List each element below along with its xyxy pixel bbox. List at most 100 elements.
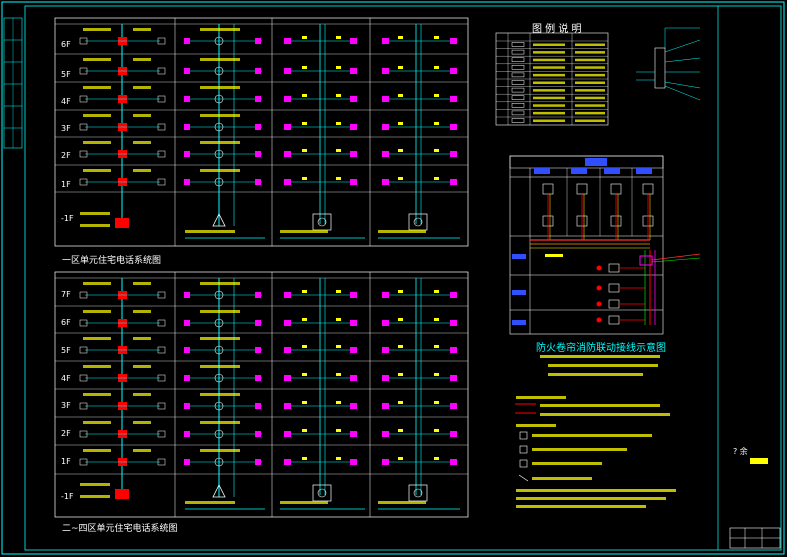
- note-text-line: [516, 424, 556, 427]
- device-symbol: [255, 179, 261, 185]
- tag-symbol: [398, 122, 403, 125]
- device-symbol: [450, 151, 457, 157]
- device-symbol: [350, 320, 357, 326]
- section1-title: 一区单元住宅电话系统图: [62, 256, 162, 266]
- device-symbol: [184, 459, 190, 465]
- legend-text-bar: [575, 66, 605, 69]
- note-symbol: [519, 431, 528, 440]
- module-symbol: [608, 315, 620, 325]
- alarm-symbol: [596, 301, 602, 307]
- outlet-symbol: [79, 37, 88, 45]
- legend-text-bar: [533, 96, 565, 100]
- tag-symbol: [302, 94, 307, 97]
- tag-symbol: [302, 177, 307, 180]
- device-symbol: [184, 347, 190, 353]
- device-symbol: [184, 292, 190, 298]
- annotation-bar: [200, 449, 240, 452]
- device-symbol: [350, 347, 357, 353]
- linkage-title: 防火卷帘消防联动接线示意图: [536, 343, 666, 354]
- tag-symbol: [302, 318, 307, 321]
- tag-symbol: [302, 429, 307, 432]
- tag-symbol: [336, 66, 341, 69]
- device-symbol: [450, 96, 457, 102]
- annotation-bar: [133, 28, 151, 31]
- floor-label: -1F: [61, 492, 74, 501]
- annotation-bar: [200, 365, 240, 368]
- tag-symbol: [398, 149, 403, 152]
- floor-label: 6F: [61, 40, 71, 49]
- basement-panel: [115, 218, 129, 228]
- tag-symbol: [302, 373, 307, 376]
- device-symbol: [284, 124, 291, 130]
- note-text-line: [532, 462, 602, 465]
- device-symbol: [450, 68, 457, 74]
- annotation-bar: [200, 86, 240, 89]
- device-symbol: [184, 179, 190, 185]
- legend-symbol: [511, 118, 525, 123]
- annotation-bar: [200, 114, 240, 117]
- device-symbol: [350, 292, 357, 298]
- tag-symbol: [336, 345, 341, 348]
- alarm-symbol: [596, 285, 602, 291]
- tag-symbol: [398, 457, 403, 460]
- device-symbol: [284, 292, 291, 298]
- cabinet-symbol: [317, 488, 327, 498]
- device-symbol: [450, 292, 457, 298]
- legend-symbol: [511, 57, 525, 62]
- annotation-bar: [133, 421, 151, 424]
- device-symbol: [450, 431, 457, 437]
- annotation-bar: [133, 337, 151, 340]
- device-symbol: [382, 179, 389, 185]
- transformer-symbol: [212, 484, 226, 498]
- yellow-tag: [750, 458, 768, 464]
- legend-text-bar: [575, 119, 605, 122]
- device-symbol: [350, 459, 357, 465]
- floor-label: 1F: [61, 180, 71, 189]
- annotation-bar: [83, 28, 111, 31]
- annotation-bar: [200, 421, 240, 424]
- note-symbol: [518, 474, 529, 482]
- tag-symbol: [336, 290, 341, 293]
- device-symbol: [382, 403, 389, 409]
- annotation-bar: [378, 230, 426, 233]
- outlet-symbol: [157, 374, 166, 382]
- section2-title: 二~四区单元住宅电话系统图: [62, 524, 178, 534]
- legend-text-bar: [533, 81, 565, 84]
- right-note: ? 余: [733, 447, 748, 456]
- tag-symbol: [434, 290, 439, 293]
- device-symbol: [255, 403, 261, 409]
- cabinet-symbol: [413, 217, 423, 227]
- annotation-bar: [133, 141, 151, 144]
- cabinet-symbol: [312, 484, 332, 502]
- annotation-bar: [83, 337, 111, 340]
- floor-label: 5F: [61, 70, 71, 79]
- annotation-bar: [133, 365, 151, 368]
- device-symbol: [284, 151, 291, 157]
- legend-symbol: [511, 80, 525, 85]
- tag-symbol: [434, 401, 439, 404]
- tag-symbol: [302, 122, 307, 125]
- tag-symbol: [398, 318, 403, 321]
- device-symbol: [255, 375, 261, 381]
- device-symbol: [450, 403, 457, 409]
- annotation-bar: [280, 230, 328, 233]
- tag-symbol: [434, 373, 439, 376]
- annotation-bar: [83, 114, 111, 117]
- floor-label: 2F: [61, 151, 71, 160]
- device-symbol: [255, 38, 261, 44]
- legend-text-bar: [575, 58, 605, 62]
- floor-label: 4F: [61, 374, 71, 383]
- floor-label: 5F: [61, 346, 71, 355]
- device-symbol: [350, 96, 357, 102]
- device-symbol: [382, 292, 389, 298]
- floor-label: 4F: [61, 97, 71, 106]
- note-text-line: [540, 413, 670, 416]
- legend-text-bar: [533, 73, 565, 77]
- device-symbol: [184, 151, 190, 157]
- detector-symbol: [610, 183, 622, 195]
- device-symbol: [255, 96, 261, 102]
- tag-symbol: [302, 66, 307, 69]
- outlet-symbol: [79, 430, 88, 438]
